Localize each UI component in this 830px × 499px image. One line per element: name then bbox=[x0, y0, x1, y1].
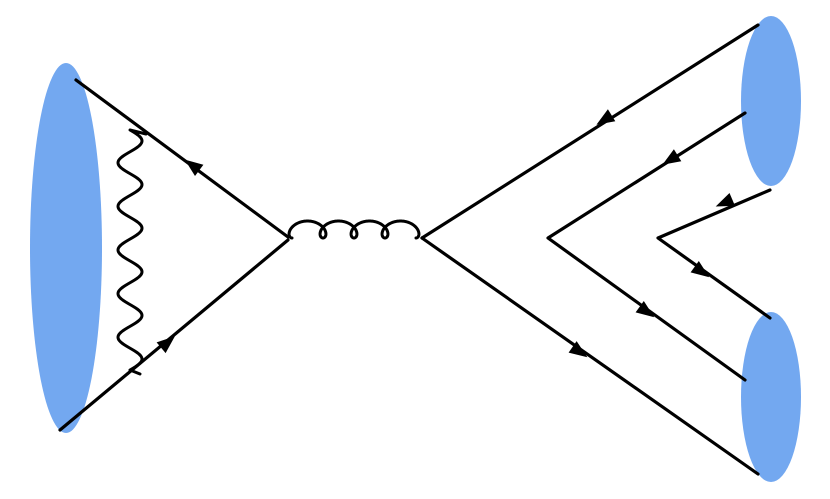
fermion-arrow-right-innermost-lower bbox=[690, 261, 710, 278]
fermion-arrow-right-outer-upper bbox=[596, 109, 616, 125]
fermion-arrow-right-innermost-upper bbox=[715, 193, 735, 207]
fermion-arrow-left-lower bbox=[156, 336, 175, 354]
right-outer-upper-quark-line bbox=[420, 23, 760, 240]
left-lower-quark-line bbox=[58, 238, 290, 432]
fermion-arrow-right-outer-lower bbox=[568, 341, 588, 358]
right-inner-quark-pair-line bbox=[546, 111, 747, 382]
top-right-hadron-blob bbox=[741, 16, 801, 186]
photon-exchange-line bbox=[116, 128, 148, 376]
left-upper-quark-line bbox=[74, 78, 290, 239]
left-hadron-blob bbox=[30, 63, 102, 433]
gluon-propagator bbox=[287, 219, 421, 240]
right-innermost-quark-pair-line bbox=[656, 188, 772, 320]
fermion-arrow-left-upper bbox=[184, 159, 204, 176]
right-outer-lower-quark-line bbox=[420, 236, 760, 476]
fermion-arrow-right-inner-upper bbox=[662, 149, 682, 165]
fermion-arrow-right-inner-lower bbox=[635, 301, 655, 318]
bottom-right-hadron-blob bbox=[741, 312, 801, 482]
